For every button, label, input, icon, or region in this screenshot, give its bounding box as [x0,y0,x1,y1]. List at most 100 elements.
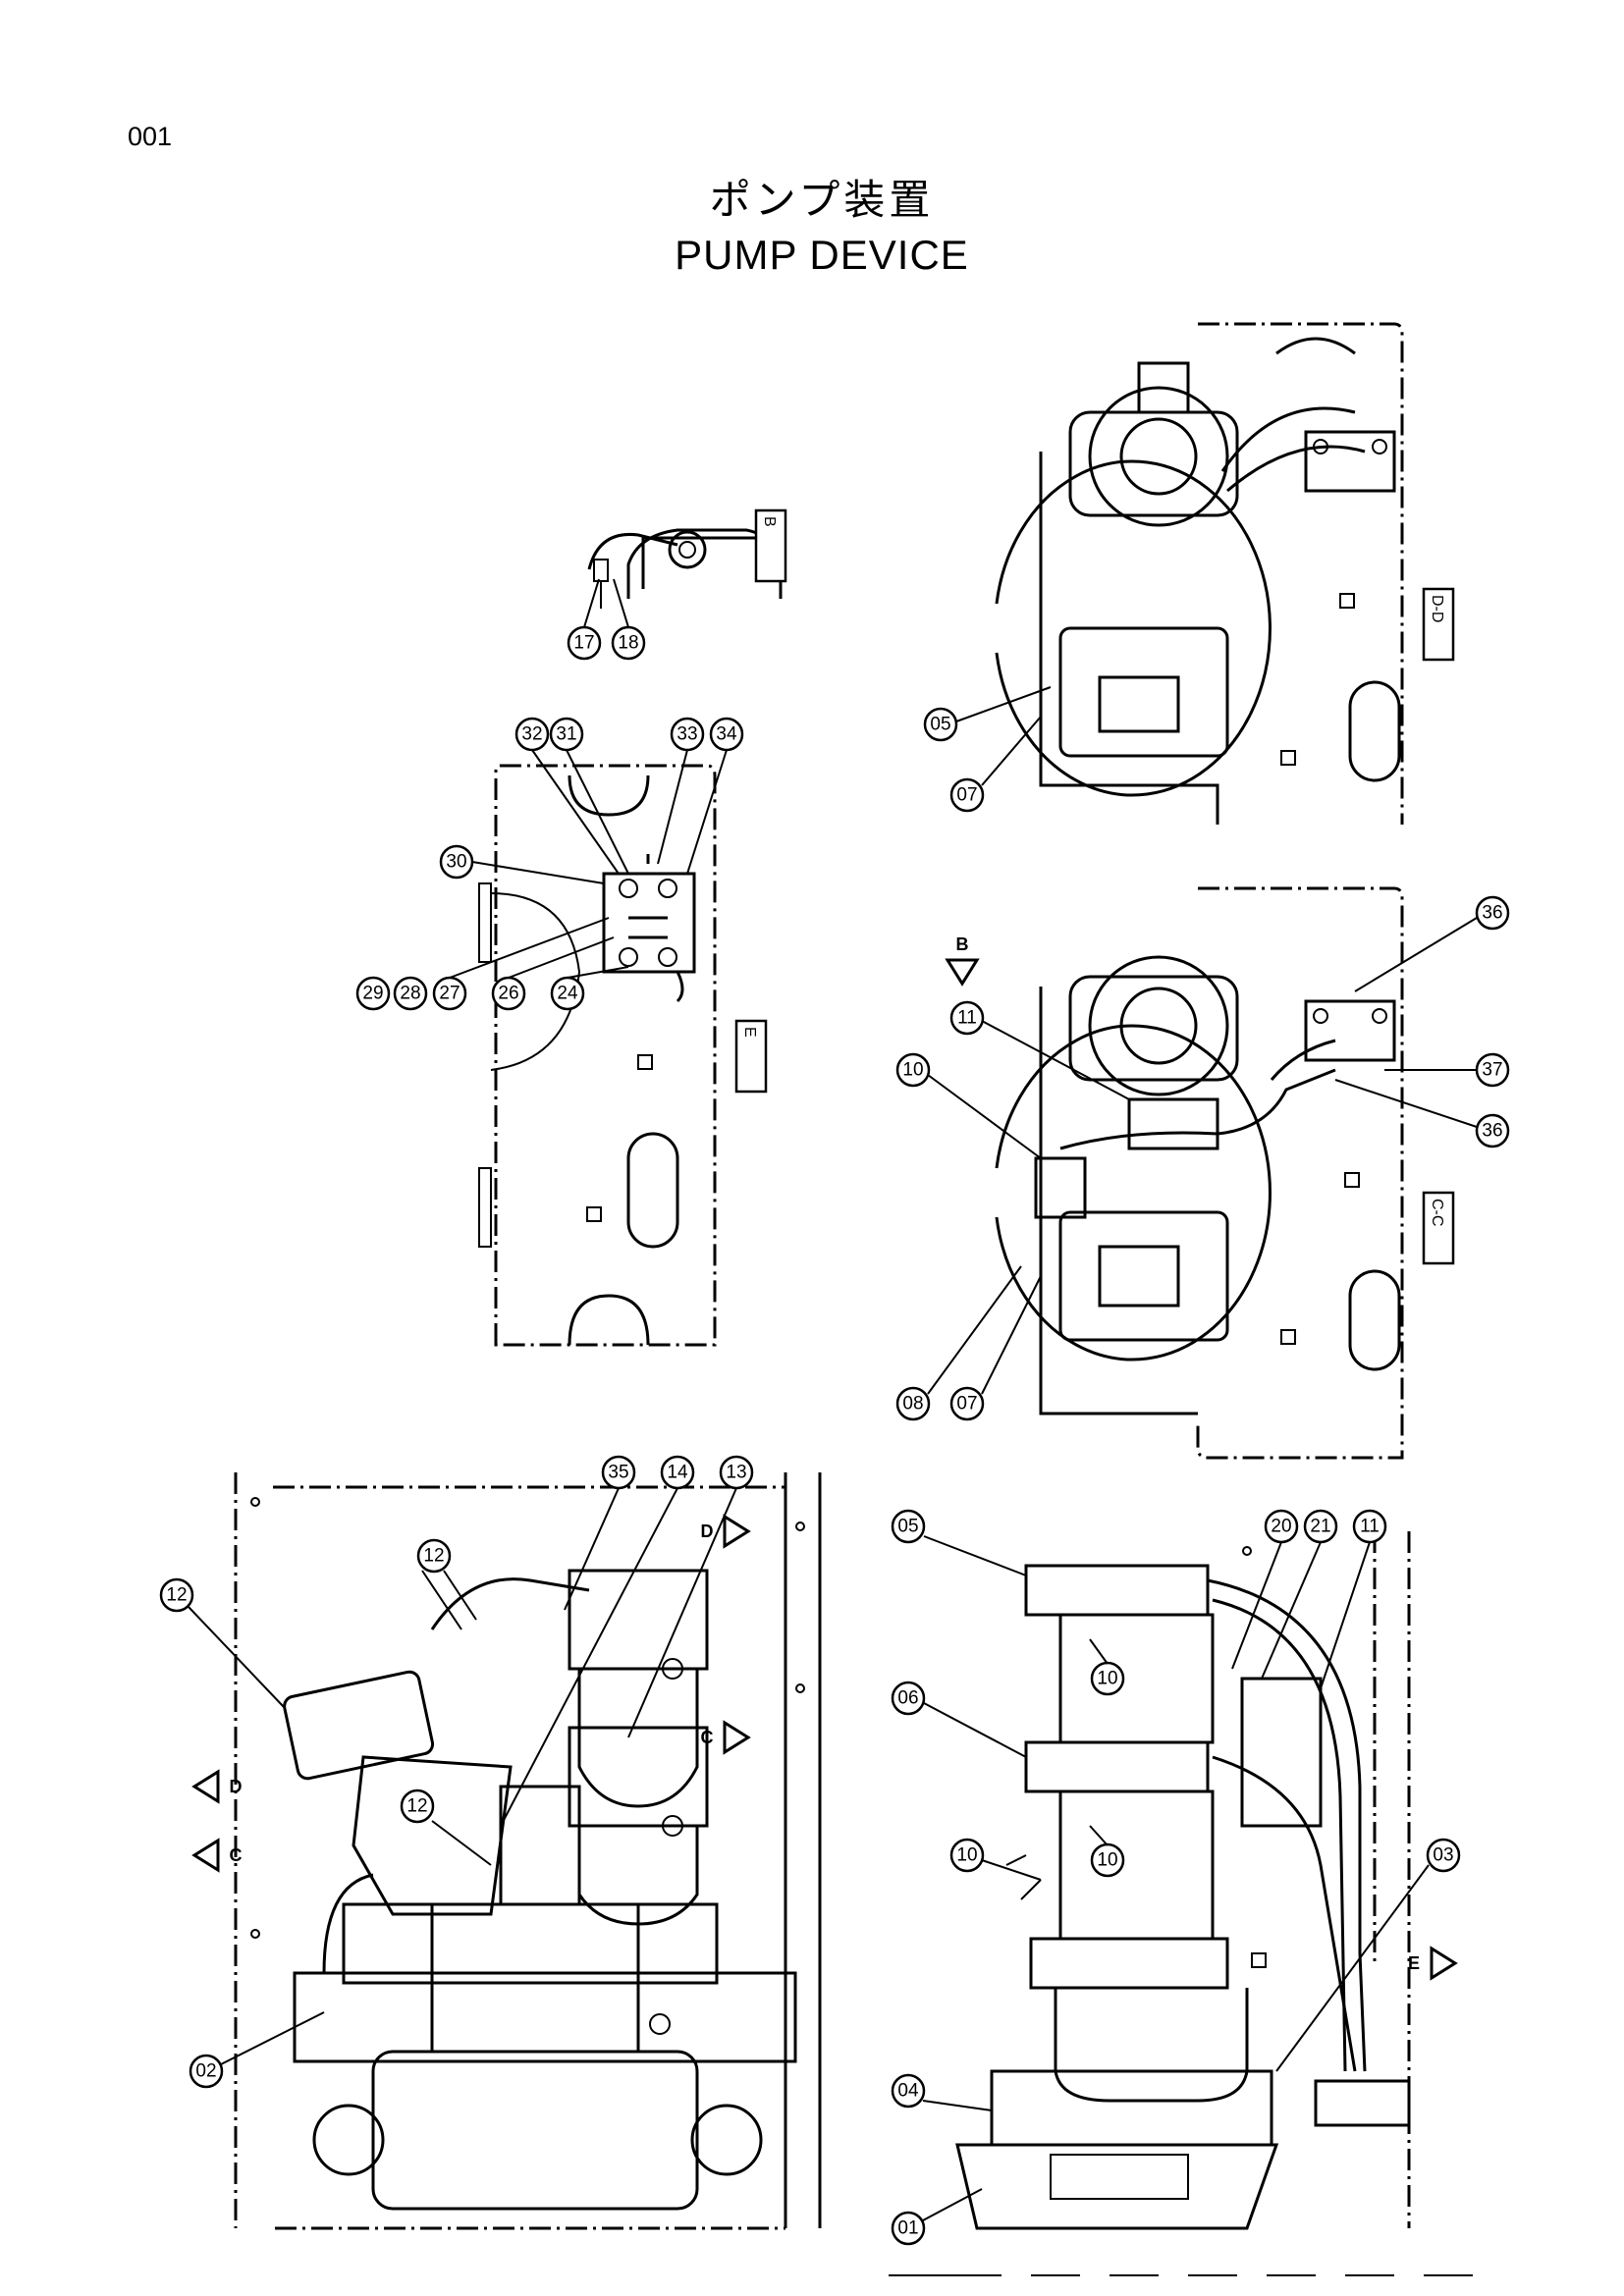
section-arrow-e: E [1408,1946,1458,1981]
svg-text:07: 07 [956,785,977,806]
svg-text:37: 37 [1482,1060,1502,1081]
svg-text:03: 03 [1433,1845,1453,1866]
view-c-label: C-C [1422,1191,1455,1265]
svg-text:36: 36 [1482,1121,1502,1142]
view-b-letter: B [761,516,778,527]
svg-text:01: 01 [897,2218,918,2239]
view-e-letter: E [741,1027,758,1038]
callout: 13 [719,1455,754,1490]
svg-text:C: C [701,1728,714,1747]
callout: 10 [1090,1842,1125,1878]
svg-text:10: 10 [1097,1850,1117,1871]
callout: 03 [1426,1838,1461,1873]
svg-text:12: 12 [423,1546,444,1567]
section-arrow-c-left: C [191,1838,243,1873]
svg-text:12: 12 [406,1796,427,1817]
view-d-drawing [995,322,1404,825]
callout: 31 [549,717,584,752]
view-c-drawing [995,886,1404,1460]
svg-text:02: 02 [195,2061,216,2082]
svg-text:20: 20 [1271,1517,1291,1537]
callout: 08 [895,1386,931,1421]
svg-text:29: 29 [362,984,383,1004]
svg-text:27: 27 [439,984,460,1004]
callout: 17 [567,625,602,661]
svg-text:35: 35 [608,1463,628,1483]
svg-text:05: 05 [930,715,950,735]
callout: 36 [1475,895,1510,931]
callout: 29 [355,976,391,1011]
svg-text:E: E [1408,1953,1420,1973]
svg-text:12: 12 [166,1585,187,1606]
svg-text:D: D [701,1522,714,1541]
callout: 26 [491,976,526,1011]
title-english: PUMP DEVICE [675,232,969,278]
svg-text:10: 10 [902,1060,923,1081]
callout: 06 [891,1681,926,1716]
svg-text:34: 34 [716,724,737,745]
svg-text:28: 28 [400,984,420,1004]
right-side-view-drawing [955,1531,1411,2230]
view-c-letter: C-C [1429,1199,1445,1226]
svg-text:D: D [230,1777,243,1796]
svg-text:C: C [230,1845,243,1865]
svg-text:B: B [956,934,969,954]
svg-text:05: 05 [897,1517,918,1537]
view-e-drawing [478,764,717,1347]
callout: 05 [923,707,958,742]
svg-text:14: 14 [667,1463,688,1483]
callout: 01 [891,2211,926,2246]
callout: 20 [1264,1509,1299,1544]
svg-text:30: 30 [446,852,466,873]
section-arrow-d-left: D [191,1769,243,1804]
svg-text:36: 36 [1482,903,1502,924]
callout: 11 [949,1000,985,1036]
callout: 36 [1475,1113,1510,1148]
callout: 07 [949,1386,985,1421]
view-e-label: E [734,1019,768,1094]
svg-text:06: 06 [897,1688,918,1709]
callout: 10 [1090,1661,1125,1696]
callout: 24 [550,976,585,1011]
svg-text:10: 10 [956,1845,977,1866]
page-number: 001 [128,122,173,151]
svg-text:13: 13 [726,1463,746,1483]
callout: 12 [400,1789,435,1824]
callout: 18 [611,625,646,661]
view-b-drawing [587,528,783,609]
callout: 35 [601,1455,636,1490]
callout: 10 [949,1838,985,1873]
svg-text:07: 07 [956,1394,977,1415]
callout: 21 [1303,1509,1338,1544]
section-arrow-c-right: C [701,1720,751,1755]
view-d-letter: D-D [1429,595,1445,622]
callout: 12 [159,1577,194,1613]
view-d-label: D-D [1422,587,1455,662]
callout: 30 [439,844,474,880]
callout: 33 [670,717,705,752]
callout: 14 [660,1455,695,1490]
callout: 02 [189,2054,224,2089]
callout: 32 [514,717,550,752]
title-japanese: ポンプ装置 [709,176,935,224]
callout: 12 [416,1538,452,1574]
svg-text:31: 31 [556,724,576,745]
svg-text:32: 32 [521,724,542,745]
svg-text:11: 11 [957,1008,977,1029]
svg-text:10: 10 [1097,1669,1117,1689]
svg-text:17: 17 [573,633,594,654]
svg-text:26: 26 [498,984,518,1004]
svg-text:11: 11 [1360,1517,1380,1537]
svg-text:18: 18 [618,633,638,654]
callout: 11 [1352,1509,1387,1544]
svg-text:08: 08 [902,1394,923,1415]
section-arrow-b: B [945,934,980,987]
svg-text:04: 04 [897,2081,919,2102]
view-b-label: B [754,508,787,583]
svg-text:33: 33 [677,724,697,745]
callout: 28 [393,976,428,1011]
left-side-view-drawing [234,1472,822,2230]
callout: 04 [891,2073,926,2109]
callout: 10 [895,1052,931,1088]
